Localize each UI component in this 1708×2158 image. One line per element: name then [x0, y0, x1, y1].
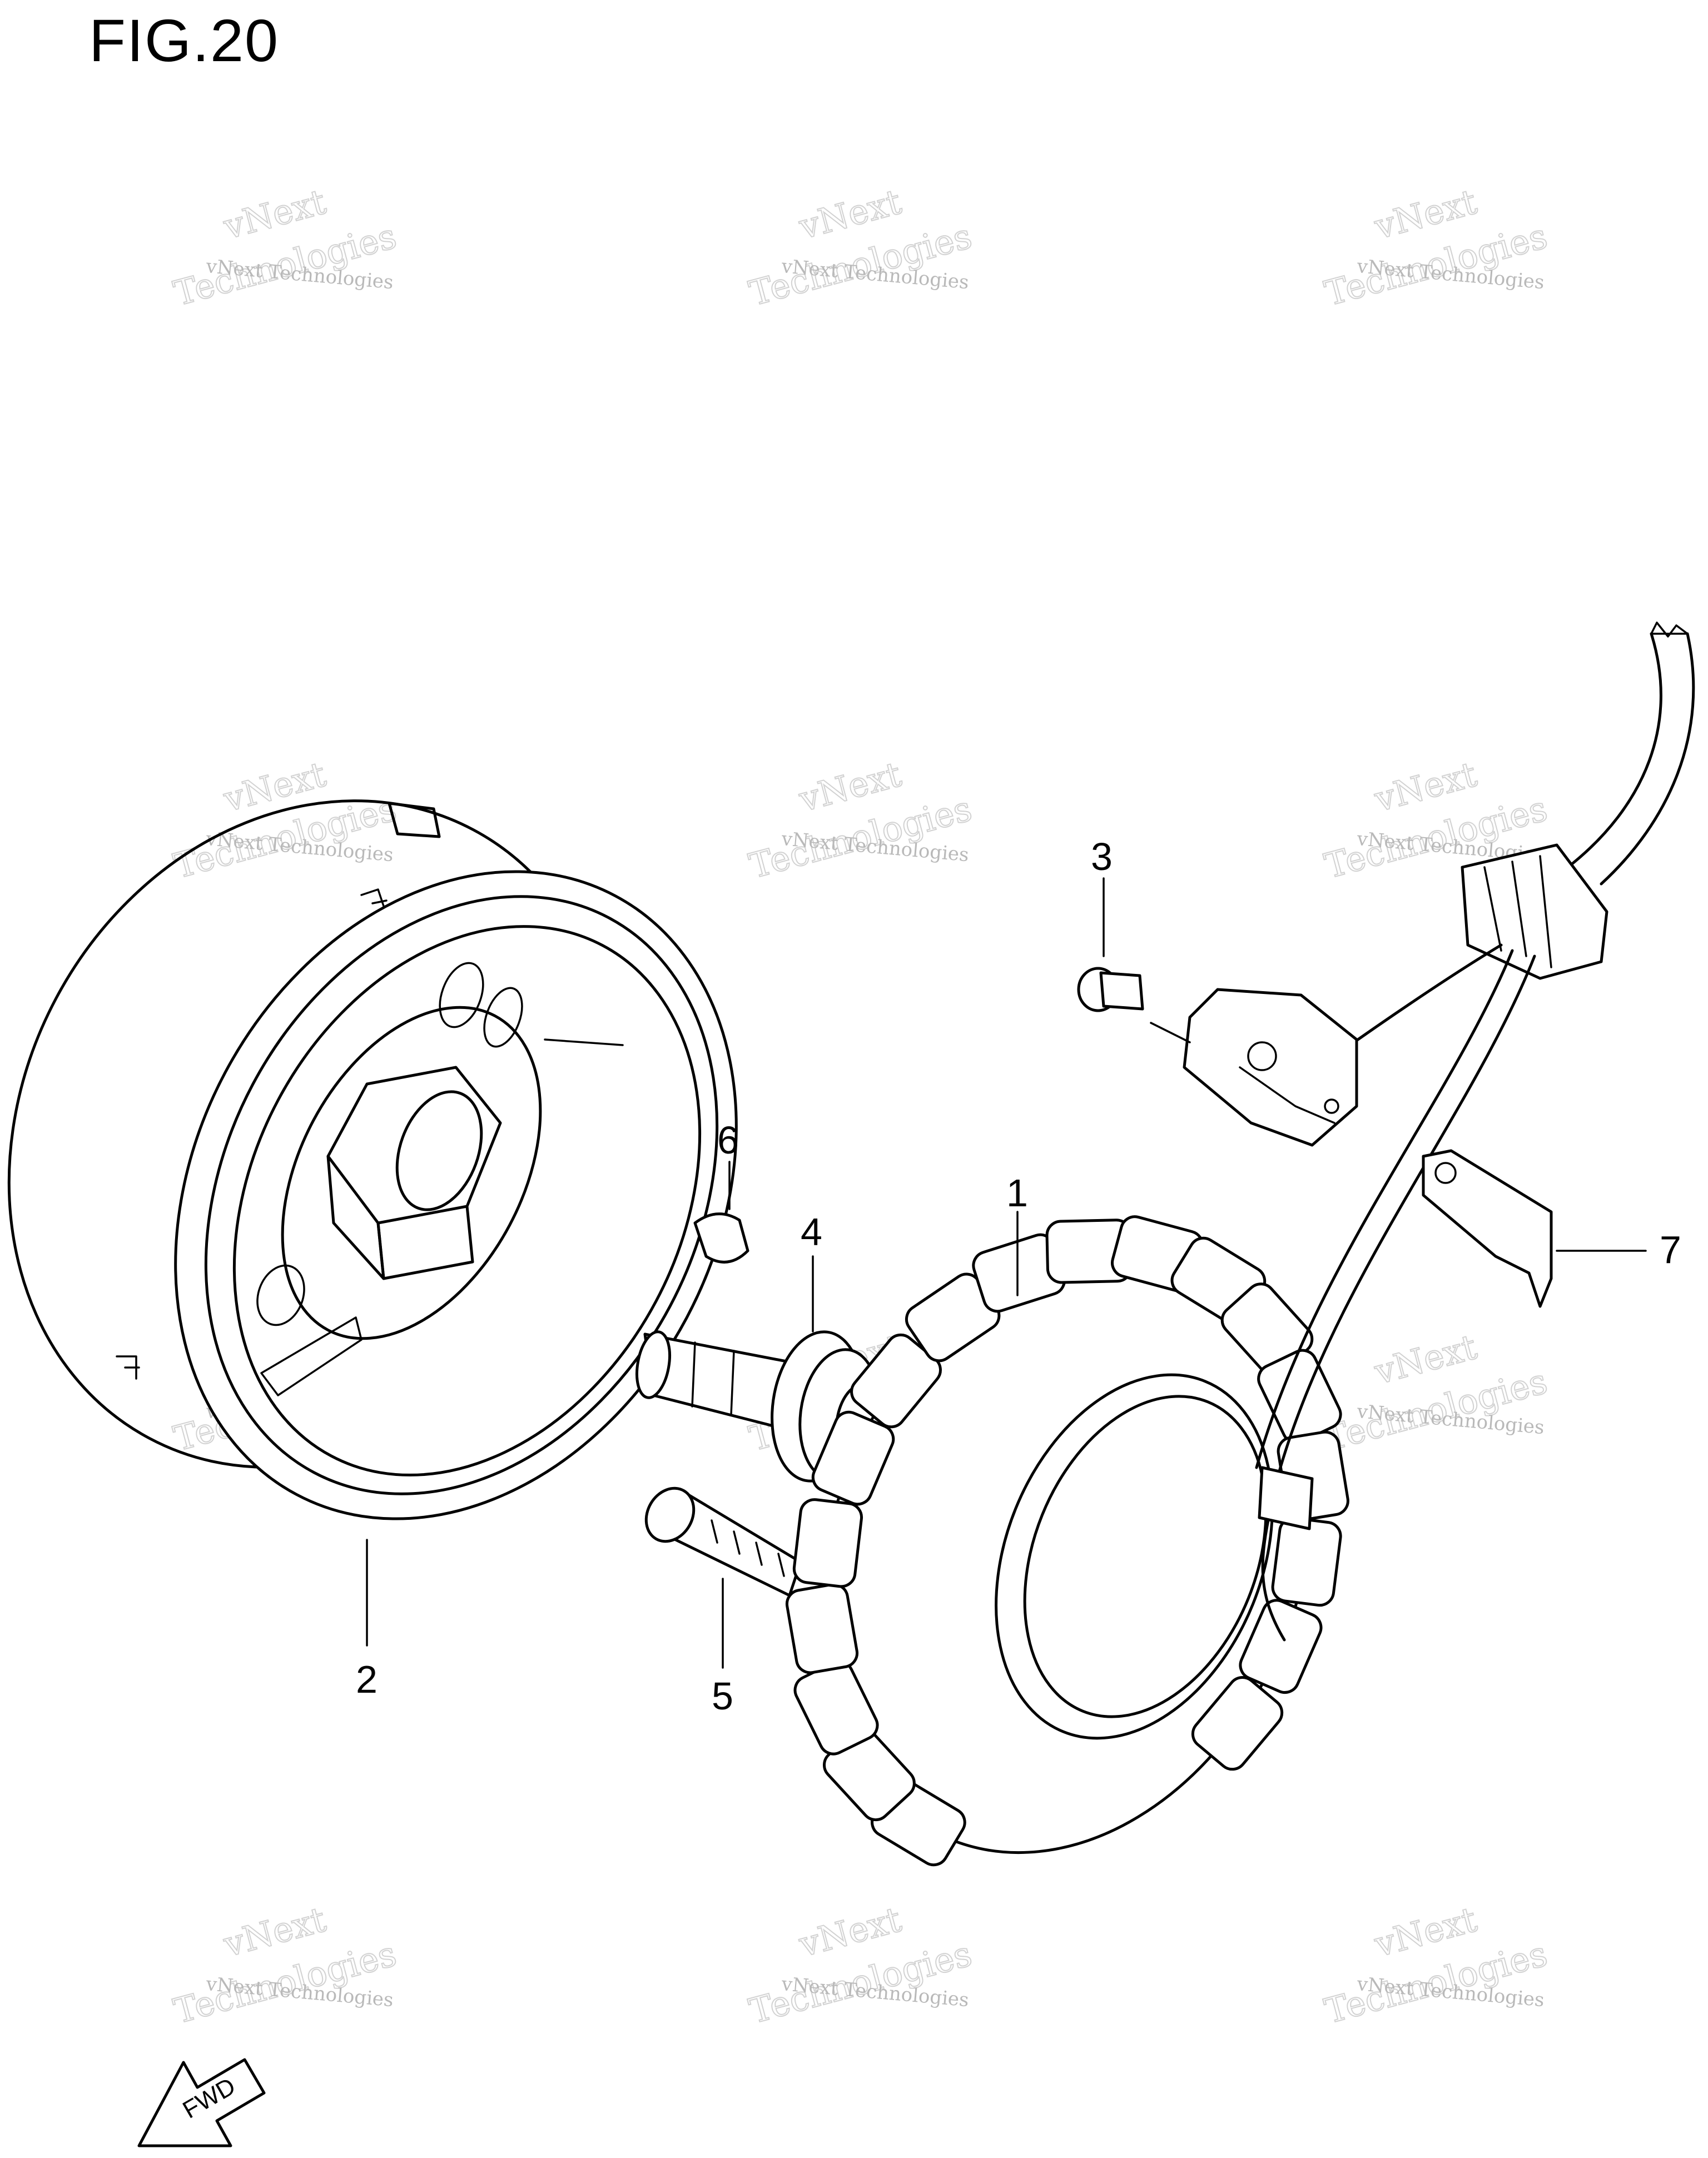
screw[interactable] [1077, 877, 1191, 1043]
callout-6: 6 [717, 1118, 739, 1162]
stator-pole [1239, 1599, 1323, 1694]
rotor-flywheel[interactable] [0, 694, 846, 1647]
callout-3: 3 [1091, 835, 1113, 878]
woodruff-key[interactable] [693, 1161, 749, 1264]
stator-pole [1191, 1675, 1284, 1771]
fwd-arrow-icon: FWD [137, 2058, 266, 2147]
bolt[interactable] [637, 1480, 802, 1669]
callout-2: 2 [356, 1658, 378, 1701]
wire-harness[interactable] [1255, 621, 1695, 1642]
figure-title: FIG.20 [89, 7, 280, 74]
stator-pole [785, 1583, 859, 1674]
callout-5: 5 [712, 1674, 733, 1718]
wire-clamp[interactable] [1422, 1149, 1647, 1308]
stator-coil[interactable] [734, 1175, 1401, 1927]
pickup-coil[interactable] [1183, 988, 1358, 1147]
callout-1: 1 [1006, 1171, 1028, 1215]
stator-pole [1271, 1516, 1342, 1607]
callout-4: 4 [801, 1210, 822, 1254]
stator-pole [811, 1410, 895, 1506]
callout-7: 7 [1660, 1228, 1681, 1271]
stator-pole [792, 1498, 863, 1588]
